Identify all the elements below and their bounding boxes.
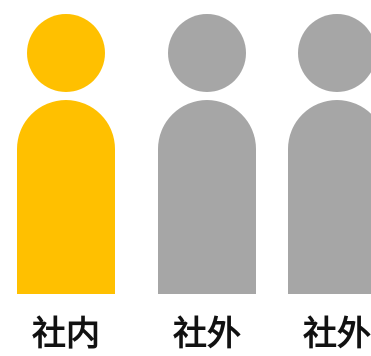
person-figure-internal: 社内: [17, 0, 115, 356]
person-body: [158, 100, 256, 294]
person-label: 社内: [32, 314, 100, 354]
person-label: 社外: [303, 314, 371, 354]
person-figure-external-1: 社外: [158, 0, 256, 356]
person-label: 社外: [173, 314, 241, 354]
person-body: [17, 100, 115, 294]
person-head: [168, 14, 246, 92]
person-figure-external-2: 社外: [288, 0, 371, 356]
person-head: [298, 14, 371, 92]
person-body: [288, 100, 371, 294]
person-head: [27, 14, 105, 92]
